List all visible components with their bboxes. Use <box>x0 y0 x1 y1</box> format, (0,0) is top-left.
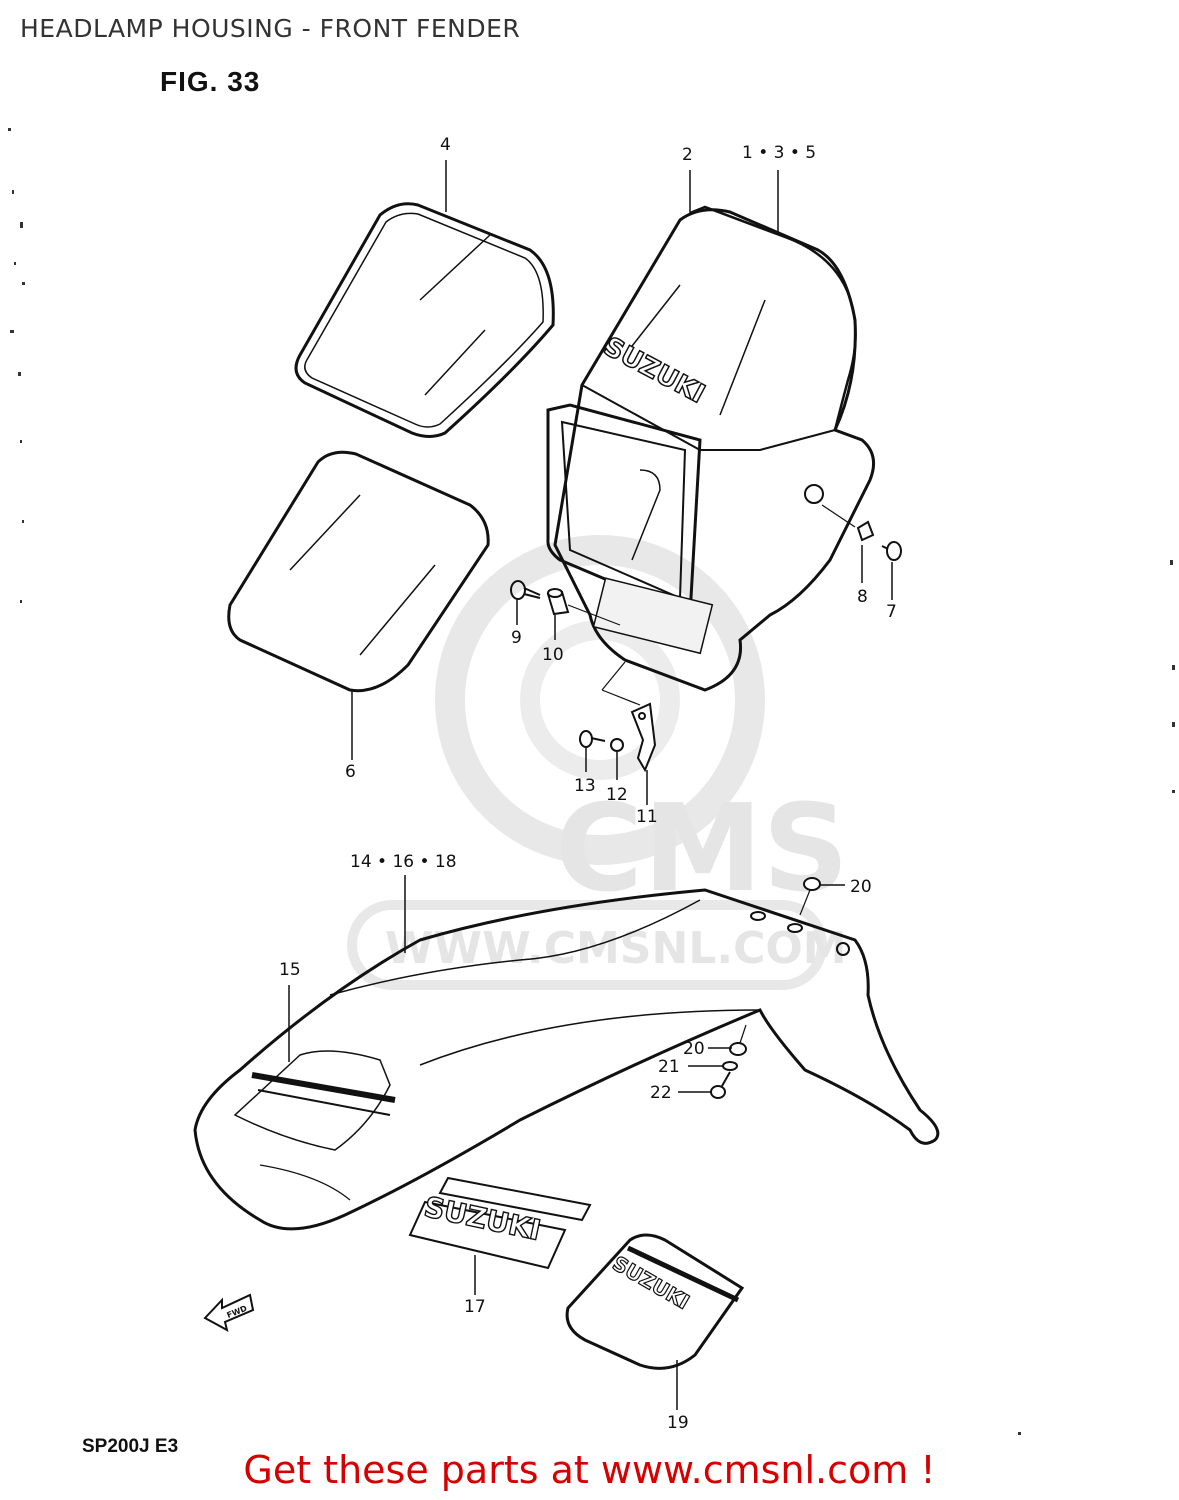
housing-brand-decal: SUZUKI <box>599 332 710 410</box>
footer-cta-link[interactable]: Get these parts at www.cmsnl.com ! <box>243 1448 936 1492</box>
callout-12: 12 <box>606 785 628 805</box>
fender-decal-19-part: SUZUKI <box>565 1233 745 1370</box>
screw-7-part <box>881 541 902 561</box>
callout-21: 21 <box>658 1057 680 1077</box>
model-code: SP200J E3 <box>82 1436 179 1457</box>
watermark-brand: CMS <box>555 780 849 919</box>
fender-decal-17-part: SUZUKI <box>408 1176 592 1270</box>
callout-10: 10 <box>542 645 564 665</box>
callout-15: 15 <box>279 960 301 980</box>
callout-14-16-18: 14 • 16 • 18 <box>350 852 457 872</box>
callout-19: 19 <box>667 1413 689 1433</box>
washer-21-part <box>722 1061 738 1071</box>
callout-13: 13 <box>574 776 596 796</box>
callout-7: 7 <box>886 602 897 622</box>
callout-1-3-5: 1 • 3 • 5 <box>742 143 816 163</box>
callout-8: 8 <box>857 587 868 607</box>
grommet-8-part <box>821 504 875 542</box>
fender-brand-decal-17: SUZUKI <box>421 1190 543 1247</box>
bracket-11-part <box>601 661 657 773</box>
bolt-13-part <box>579 730 606 748</box>
callout-20-upper: 20 <box>850 877 872 897</box>
washer-12-part <box>610 738 624 752</box>
callout-11: 11 <box>636 807 658 827</box>
forward-arrow-icon: FWD <box>203 1293 255 1332</box>
page-title: HEADLAMP HOUSING - FRONT FENDER <box>20 14 521 43</box>
scan-specks <box>8 128 1175 1435</box>
callout-17: 17 <box>464 1297 486 1317</box>
lens-cover-part <box>227 450 490 693</box>
callout-2: 2 <box>682 145 693 165</box>
bolt-9-part <box>510 580 541 600</box>
spacer-10-part <box>546 588 621 626</box>
nut-20-lower-part <box>729 1024 747 1056</box>
front-fender-part <box>193 888 940 1231</box>
callout-9: 9 <box>511 628 522 648</box>
lens-part <box>294 202 555 438</box>
watermark-url: WWW.CMSNL.COM <box>385 923 847 974</box>
callout-20-lower: 20 <box>683 1039 705 1059</box>
bolt-22-part <box>710 1071 731 1099</box>
nut-20-upper-part <box>799 877 821 916</box>
leader-lines <box>288 160 893 1410</box>
callout-6: 6 <box>345 762 356 782</box>
callout-22: 22 <box>650 1083 672 1103</box>
callout-4: 4 <box>440 135 451 155</box>
figure-label: FIG. 33 <box>160 66 261 97</box>
